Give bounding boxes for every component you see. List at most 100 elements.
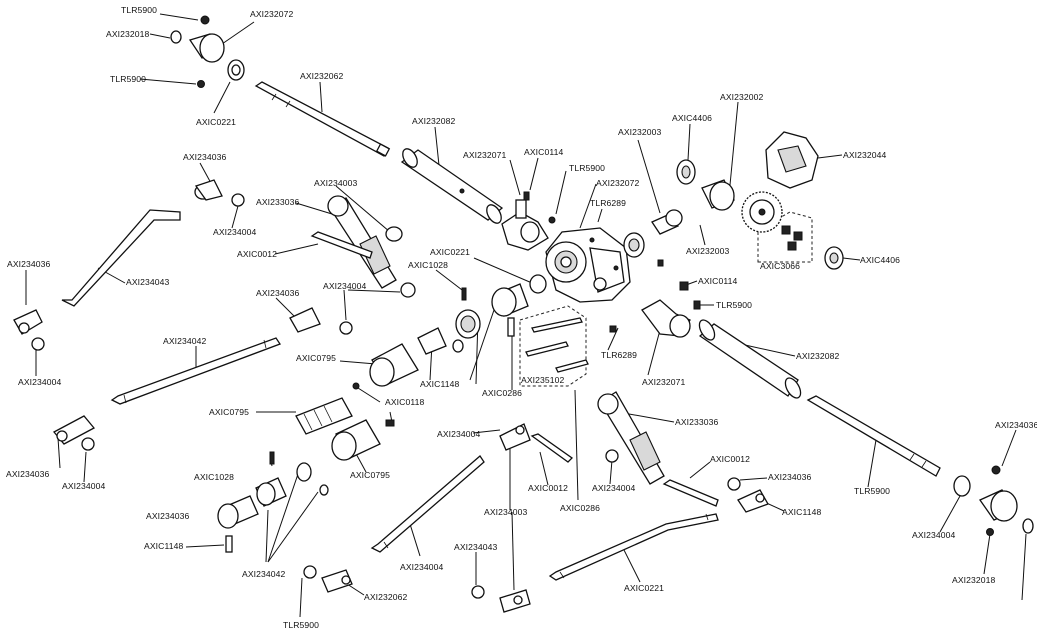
label-axi232002: AXI232002: [720, 92, 764, 102]
label-tlr5900-a: TLR5900: [121, 5, 157, 15]
label-axic0114-b: AXIC0114: [698, 276, 737, 286]
axic0221-bearing: [529, 274, 547, 294]
label-axic1148-b: AXI234036: [146, 511, 190, 521]
upper-left-hub-parts: [170, 15, 245, 88]
label-axi233036-a: AXI233036: [256, 197, 300, 207]
leader-lines: [25, 13, 1027, 618]
lower-left-rod-end: [52, 415, 96, 451]
label-tlr5900-b: TLR5900: [110, 74, 146, 84]
center-rod-end: [499, 423, 574, 463]
lower-center-link: [370, 455, 485, 553]
label-axi232003-b: AXI232003: [686, 246, 730, 256]
axic3066-bolts: [781, 225, 803, 251]
label-axi234043-b: AXIC0221: [624, 583, 664, 593]
label-axi232062-a: AXI232062: [300, 71, 344, 81]
center-left-rod-ends: [289, 282, 467, 335]
label-axi232018-a: AXI232018: [106, 29, 150, 39]
label-axi232003-a: AXI232003: [618, 127, 662, 137]
center-left-link: [110, 337, 281, 405]
label-axi232044: AXI232044: [843, 150, 887, 160]
upper-left-link: [61, 179, 245, 307]
lower-right-link: [548, 513, 719, 581]
label-axi234004-h: AXI234043: [454, 542, 498, 552]
label-axic3066: AXIC3066: [760, 261, 800, 271]
center-housing: [545, 227, 631, 303]
label-axic1028-b: AXIC1028: [194, 472, 234, 482]
right-shock: [597, 391, 719, 507]
right-knuckle: [641, 281, 701, 338]
label-axi234042-b: AXI234004: [400, 562, 444, 572]
label-axic1028-a: AXIC1028: [408, 260, 448, 270]
left-rod-end: [13, 309, 45, 351]
label-axi234004-i: TLR5900: [283, 620, 319, 630]
label-axic0118: AXIC0118: [385, 397, 424, 407]
label-axi234004-f: AXI234004: [592, 483, 636, 493]
label-axi232071-b: AXI232071: [642, 377, 686, 387]
drive-shaft-lower: [295, 382, 395, 435]
label-tlr5900-f: AXI232018: [952, 575, 996, 585]
small-pinion-parts: [623, 209, 683, 267]
label-axic0114-a: AXIC0114: [524, 147, 563, 157]
upper-left-axle-shaft: [254, 81, 391, 157]
label-tlr5900-e: AXI234036: [995, 420, 1037, 430]
label-axi234004-d: AXI234004: [437, 429, 481, 439]
label-axi234036-a: AXI234036: [183, 152, 227, 162]
label-tlr6289-b: TLR6289: [601, 350, 637, 360]
right-axle-shaft: [806, 395, 941, 477]
label-axi234036-c: AXI234036: [256, 288, 300, 298]
lower-rod-ends: [303, 565, 531, 613]
diff-cover: [765, 131, 819, 189]
label-axi234036-b: AXI234036: [7, 259, 51, 269]
label-axic0221-a: AXIC0221: [196, 117, 236, 127]
label-axi232071-a: AXI232071: [463, 150, 507, 160]
label-axic0012-c: AXIC0012: [528, 483, 568, 493]
label-axic0221-c: AXI234004: [912, 530, 956, 540]
label-axic1148-a: AXIC1148: [420, 379, 459, 389]
label-axi234036-g: AXI232062: [364, 592, 408, 602]
left-knuckle-upper: [501, 191, 549, 251]
lower-small-parts: [217, 451, 329, 553]
axi235102-callout-box: [519, 305, 587, 387]
tlr5900-screw: [548, 216, 556, 224]
label-axi234003-a: AXI234003: [314, 178, 358, 188]
label-axi232072-a: AXI232072: [250, 9, 294, 19]
label-axi234036-d: AXI234036: [6, 469, 50, 479]
drive-cups: [369, 283, 529, 387]
axic3066-callout-box: [757, 211, 813, 263]
label-axi235102: AXI235102: [521, 375, 565, 385]
label-tlr5900-d: TLR5900: [716, 300, 752, 310]
label-axic0286-a: AXIC0286: [482, 388, 522, 398]
label-axic0795-a: AXIC0795: [296, 353, 336, 363]
label-axic4406-b: AXIC4406: [860, 255, 900, 265]
label-tlr6289-a: TLR6289: [590, 198, 626, 208]
axi235102-screws: [525, 317, 617, 373]
bearing-inner: [829, 252, 839, 264]
label-axi234036-f: AXI234003: [484, 507, 528, 517]
label-axi232082-a: AXI232082: [412, 116, 456, 126]
part-labels: TLR5900 AXI232072 AXI232018 TLR5900 AXIC…: [6, 5, 1037, 630]
label-axi232082-b: AXI232082: [796, 351, 840, 361]
upper-axle-tube: [400, 148, 504, 224]
label-axi233036-b: AXI233036: [675, 417, 719, 427]
label-axic0221-b: AXIC0221: [430, 247, 470, 257]
lower-right-hub-parts: [953, 465, 1034, 536]
label-axi234004-a: AXI234004: [213, 227, 257, 237]
label-axi234004-e: AXI234004: [62, 481, 106, 491]
spur-gear-parts: [676, 159, 783, 233]
label-axic1148-c: AXI234042: [242, 569, 286, 579]
label-axic0286-b: AXIC1148: [144, 541, 183, 551]
label-axi232072-b: AXI232072: [596, 178, 640, 188]
label-axi234036-e: AXIC1148: [782, 507, 821, 517]
label-axi234042-a: AXI234042: [163, 336, 207, 346]
label-axi234004-c: AXI234004: [18, 377, 62, 387]
right-axle-tube: [698, 319, 802, 399]
right-rod-ends: [727, 477, 769, 513]
label-axi234003-b: AXIC0286: [560, 503, 600, 513]
label-axic0795-b: AXIC0795: [209, 407, 249, 417]
label-axic0012-a: AXIC0012: [237, 249, 277, 259]
label-axic0012-b: AXIC0012: [710, 454, 750, 464]
lower-cup: [331, 419, 381, 461]
label-tlr5900-c: TLR5900: [569, 163, 605, 173]
label-axic0795-c: AXIC0795: [350, 470, 390, 480]
